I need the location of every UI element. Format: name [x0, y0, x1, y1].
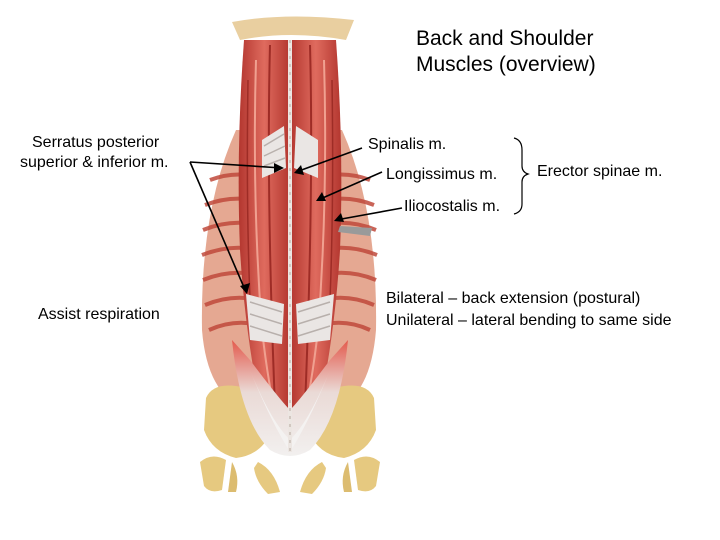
iliocostalis-label: Iliocostalis m.	[404, 198, 501, 215]
unilateral-label: Unilateral – lateral bending to same sid…	[386, 312, 672, 329]
erector-spinae-label: Erector spinae m.	[537, 163, 663, 180]
serratus-posterior-superior	[262, 126, 318, 178]
label-arrows	[189, 147, 403, 293]
serratus-posterior-inferior	[246, 294, 334, 344]
longissimus-label: Longissimus m.	[386, 166, 498, 183]
spinalis-label: Spinalis m.	[368, 136, 447, 153]
title-line-2: Muscles (overview)	[416, 53, 596, 76]
erector-spinae-brace	[513, 137, 530, 215]
thoracolumbar-fascia	[232, 340, 348, 456]
neck-top	[232, 16, 354, 40]
bilateral-label: Bilateral – back extension (postural)	[386, 290, 641, 307]
arrow-heads	[240, 163, 344, 294]
assist-respiration-label: Assist respiration	[38, 306, 160, 323]
title-line-1: Back and Shoulder	[416, 27, 594, 50]
serratus-label-line-2: superior & inferior m.	[20, 154, 169, 171]
page-title: Back and Shoulder Muscles (overview)	[416, 26, 596, 78]
retracted-muscle-edge	[338, 226, 372, 236]
serratus-label-line-1: Serratus posterior	[32, 134, 160, 151]
